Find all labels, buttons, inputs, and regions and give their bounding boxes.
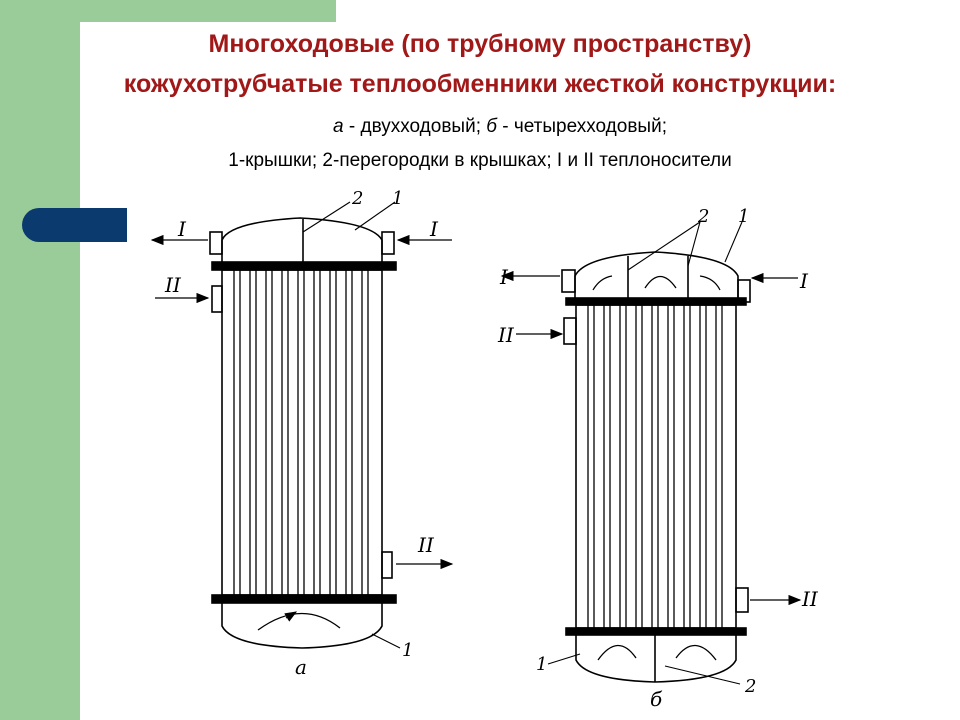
nozzle-shell-in-a	[211, 285, 223, 313]
callout-2-top-b: 2	[697, 206, 709, 227]
exchanger-b	[500, 221, 802, 685]
shell-a	[221, 269, 383, 596]
top-flow-arrow-b1	[644, 275, 677, 289]
diagram-label-a: а	[295, 655, 307, 679]
bottom-cover-b	[575, 635, 737, 683]
nozzle-top-left-a	[209, 231, 223, 255]
callout-1-bottom-a: 1	[402, 640, 413, 661]
subtitle-legend: 1-крышки; 2-перегородки в крышках; I и I…	[228, 150, 732, 171]
callout-2-bottom-b: 2	[744, 676, 756, 697]
tube-sheet-top-b	[565, 297, 747, 306]
tubes-a	[233, 270, 369, 595]
fluid-II-out-a: II	[417, 533, 435, 557]
callout-1-top-a: 1	[392, 188, 403, 209]
top-flow-arrow-b3	[699, 275, 721, 291]
fluid-II-in-a: II	[164, 273, 182, 297]
callout-1-bottom-b: 1	[536, 654, 547, 675]
top-cover-a	[221, 217, 383, 262]
exchanger-a	[150, 201, 454, 649]
shell-b	[575, 304, 737, 629]
bottom-flow-arrow-b2	[675, 644, 717, 661]
subtitle-a-text: - двухходовый;	[343, 116, 487, 137]
diagram-label-b: б	[650, 687, 663, 711]
fluid-I-out-b: I	[499, 265, 509, 289]
subtitle-a-letter: а	[333, 116, 344, 137]
fluid-I-out-a: I	[177, 217, 187, 241]
tube-sheet-bottom-a	[211, 594, 397, 604]
bottom-flow-arrow-a	[257, 612, 341, 631]
fluid-I-in-b: I	[799, 269, 809, 293]
top-flow-arrow-b2	[592, 275, 613, 291]
tubes-b	[587, 305, 723, 628]
nozzle-top-right-a	[381, 231, 395, 255]
callout-1-top-b: 1	[738, 206, 749, 227]
fluid-II-out-b: II	[801, 587, 819, 611]
top-accent-bar	[80, 0, 336, 22]
nozzle-shell-out-b	[735, 587, 749, 613]
tube-sheet-top-a	[211, 261, 397, 271]
bottom-flow-arrow-b1	[597, 644, 637, 661]
nozzle-top-left-b	[561, 269, 576, 293]
fluid-I-in-a: I	[429, 217, 439, 241]
nozzle-shell-out-a	[381, 551, 393, 579]
subtitle-types: а - двухходовый; б - четырехходовый;	[200, 116, 800, 138]
callout-2-top-a: 2	[351, 188, 363, 209]
top-cover-b	[574, 251, 739, 298]
slide-title-line1: Многоходовые (по трубному пространству)	[208, 30, 752, 58]
nozzle-shell-in-b	[563, 317, 577, 345]
blue-tab-decoration	[22, 208, 127, 242]
bottom-cover-a	[221, 603, 383, 649]
subtitle-b-letter: б	[486, 116, 497, 137]
tube-sheet-bottom-b	[565, 627, 747, 636]
left-accent-bar	[0, 0, 80, 720]
fluid-II-in-b: II	[497, 323, 515, 347]
subtitle-b-text: - четырехходовый;	[496, 116, 667, 137]
slide-title-line2: кожухотрубчатые теплообменники жесткой к…	[123, 70, 837, 98]
